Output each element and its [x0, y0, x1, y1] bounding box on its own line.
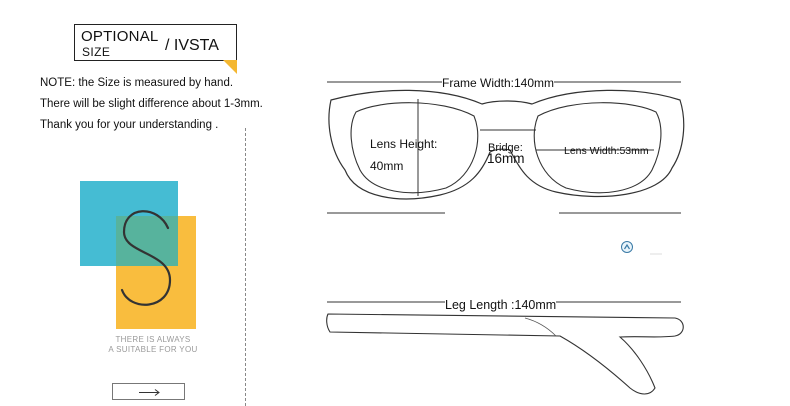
left-lens — [350, 102, 479, 194]
size-label: SIZE — [82, 45, 111, 59]
note-line-3: Thank you for your understanding . — [40, 119, 219, 131]
lens-width-label: Lens Width:53mm — [564, 145, 649, 157]
scroll-top-icon — [621, 241, 633, 253]
logo-tagline-1: THERE IS ALWAYS — [115, 335, 191, 344]
right-lens — [533, 102, 662, 194]
frame-front-outer — [328, 89, 685, 200]
lens-height-value: 40mm — [370, 159, 404, 173]
note-line-2: There will be slight difference about 1-… — [40, 98, 263, 110]
temple-arm — [326, 313, 684, 395]
next-button[interactable] — [112, 383, 185, 400]
corner-accent — [223, 60, 237, 74]
note-line-1: NOTE: the Size is measured by hand. — [40, 77, 234, 89]
lens-height-label: Lens Height: — [370, 137, 438, 151]
optional-label: OPTIONAL — [81, 28, 159, 45]
bridge-value: 16mm — [487, 151, 525, 166]
vertical-divider — [245, 128, 246, 406]
size-header-box: OPTIONAL SIZE / IVSTA — [74, 24, 237, 74]
brand-label: / IVSTA — [165, 37, 219, 54]
leg-length-label: Leg Length :140mm — [445, 298, 557, 312]
logo-tagline-2: A SUITABLE FOR YOU — [108, 345, 198, 354]
frame-width-label: Frame Width:140mm — [442, 76, 555, 90]
bridge-label: Bridge: — [488, 142, 523, 154]
arrow-right-icon — [139, 389, 160, 396]
